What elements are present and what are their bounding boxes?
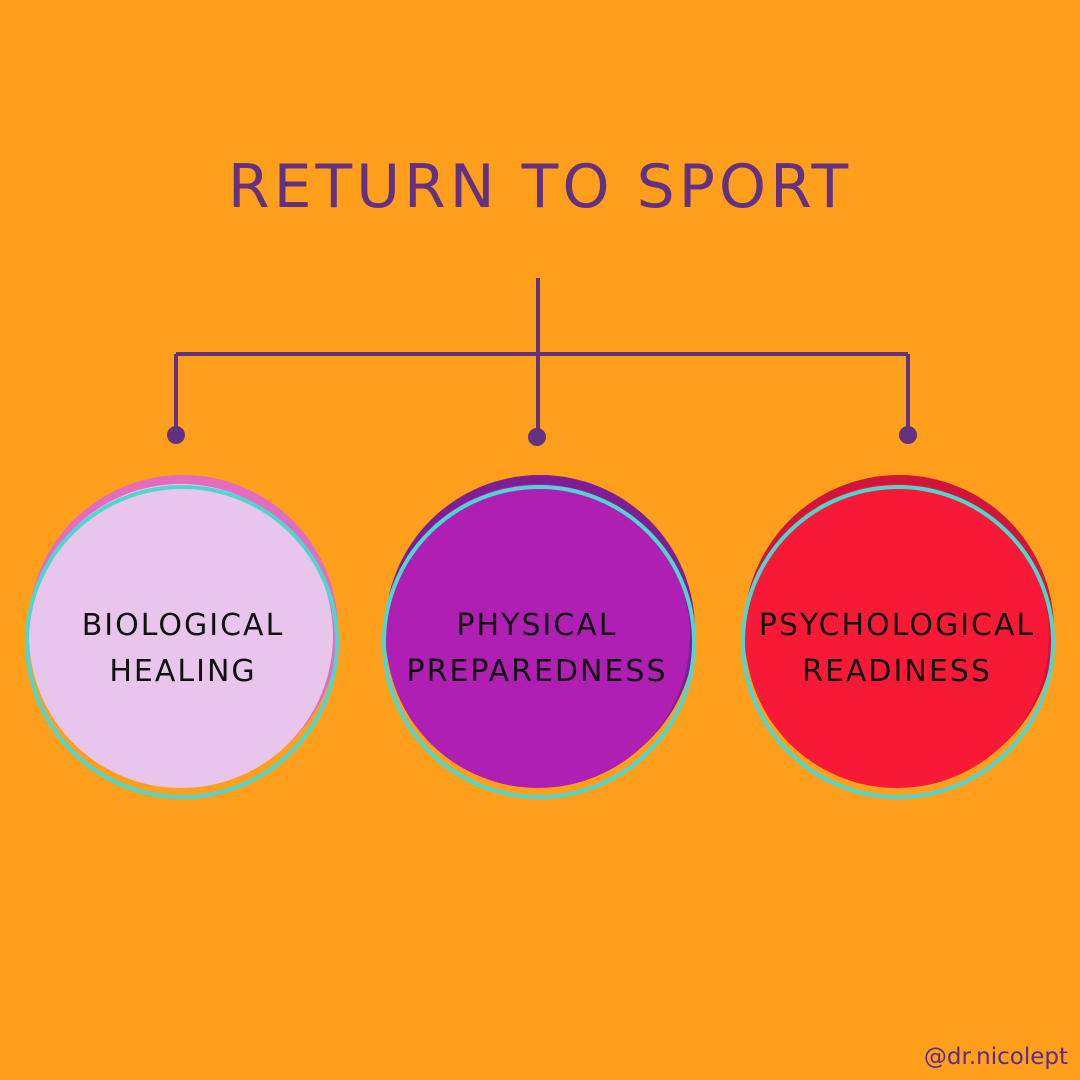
center-connector-dot <box>528 428 546 446</box>
node-label-line: PREPAREDNESS <box>406 654 668 689</box>
node-label-psychological-readiness: PSYCHOLOGICAL READINESS <box>737 603 1057 695</box>
node-label-line: PHYSICAL <box>456 608 618 643</box>
node-label-biological-healing: BIOLOGICAL HEALING <box>23 603 343 695</box>
node-label-line: BIOLOGICAL <box>81 608 285 643</box>
circle-ring-biological-healing <box>25 485 339 799</box>
circle-biological-healing <box>29 484 333 788</box>
author-handle: @dr.nicolept <box>923 1044 1068 1070</box>
node-label-line: PSYCHOLOGICAL <box>758 608 1036 643</box>
right-connector-dot <box>899 426 917 444</box>
circle-psychological-readiness <box>745 484 1049 788</box>
category-circles <box>25 475 1055 799</box>
left-connector-dot <box>167 426 185 444</box>
circle-ring-physical-preparedness <box>382 485 696 799</box>
node-label-line: READINESS <box>802 654 992 689</box>
connector-lines <box>167 278 917 446</box>
diagram-title: RETURN TO SPORT <box>227 152 853 222</box>
circle-ring-psychological-readiness <box>741 485 1055 799</box>
node-label-physical-preparedness: PHYSICAL PREPAREDNESS <box>377 603 697 695</box>
node-label-line: HEALING <box>109 654 257 689</box>
circle-physical-preparedness <box>386 484 690 788</box>
